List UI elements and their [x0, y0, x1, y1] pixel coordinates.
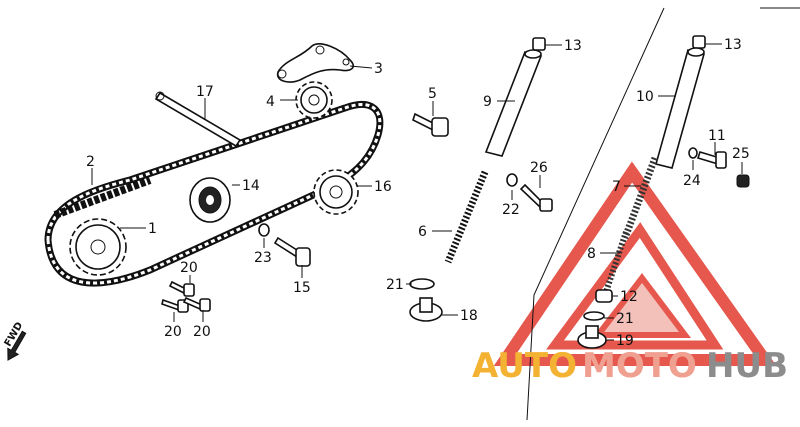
watermark-auto: AUTO — [472, 346, 577, 386]
callout-8: 8 — [587, 246, 596, 262]
leader-lines — [91, 43, 743, 341]
tensioner-push-rod — [484, 49, 543, 157]
callout-14: 14 — [242, 178, 260, 194]
cap-bolt-13b — [692, 35, 706, 49]
bolt-20a — [168, 280, 195, 297]
tensioner-arm — [276, 43, 355, 83]
guide-roller-pin — [154, 91, 242, 148]
o-ring-21b — [583, 311, 605, 321]
callout-25: 25 — [732, 146, 750, 162]
callout-19: 19 — [616, 333, 634, 349]
bolt-20c — [182, 296, 211, 312]
sealing-bolt-19 — [577, 325, 607, 349]
callout-18: 18 — [460, 308, 478, 324]
callout-3: 3 — [374, 61, 383, 77]
guide-roller — [189, 177, 231, 223]
watermark-hub: HUB — [706, 346, 788, 386]
callout-6: 6 — [418, 224, 427, 240]
callout-20c: 20 — [193, 324, 211, 340]
bolt-5 — [412, 112, 449, 137]
bolt-11 — [696, 151, 727, 169]
nut-12 — [595, 289, 613, 303]
callout-23: 23 — [254, 250, 272, 266]
frame-lines — [526, 7, 800, 421]
callout-22: 22 — [502, 202, 520, 218]
tensioner-rod-10 — [655, 47, 705, 169]
callout-2: 2 — [86, 154, 95, 170]
callout-10: 10 — [636, 89, 654, 105]
callout-7: 7 — [612, 179, 621, 195]
washer-23 — [258, 223, 270, 237]
washer-22 — [506, 173, 518, 187]
washer-24 — [688, 147, 698, 159]
cam-chain — [44, 101, 384, 287]
nut-25 — [736, 174, 750, 188]
bolt-15 — [273, 236, 311, 267]
cam-sprocket-crank — [69, 218, 127, 276]
callout-labels: 1 2 3 4 5 6 7 8 9 10 11 12 13 13 14 15 1… — [86, 37, 750, 349]
callout-9: 9 — [483, 94, 492, 110]
callout-12: 12 — [620, 289, 638, 305]
callout-20b: 20 — [164, 324, 182, 340]
watermark-moto: MOTO — [582, 346, 697, 386]
callout-15: 15 — [293, 280, 311, 296]
callout-13a: 13 — [564, 38, 582, 54]
cap-bolt-13a — [532, 37, 546, 51]
watermark-logo — [493, 161, 777, 366]
callout-16: 16 — [374, 179, 392, 195]
fwd-arrow: FWD — [3, 320, 27, 361]
callout-17: 17 — [196, 84, 214, 100]
idler-sprocket-lower — [313, 169, 359, 215]
bolt-26 — [519, 183, 553, 212]
callout-13b: 13 — [724, 37, 742, 53]
callout-11: 11 — [708, 128, 726, 144]
callout-24: 24 — [683, 173, 701, 189]
sealing-bolt-18 — [409, 297, 443, 322]
o-ring-21a — [409, 278, 435, 290]
watermark-text: AUTO MOTO HUB — [472, 346, 788, 386]
callout-4: 4 — [266, 94, 275, 110]
tensioner-spring — [444, 170, 489, 264]
callout-5: 5 — [428, 86, 437, 102]
callout-1: 1 — [148, 221, 157, 237]
callout-26: 26 — [530, 160, 548, 176]
idler-sprocket-upper — [295, 81, 333, 119]
callout-21b: 21 — [616, 311, 634, 327]
callout-21a: 21 — [386, 277, 404, 293]
callout-20a: 20 — [180, 260, 198, 276]
tensioner-rod-8 — [603, 231, 629, 293]
